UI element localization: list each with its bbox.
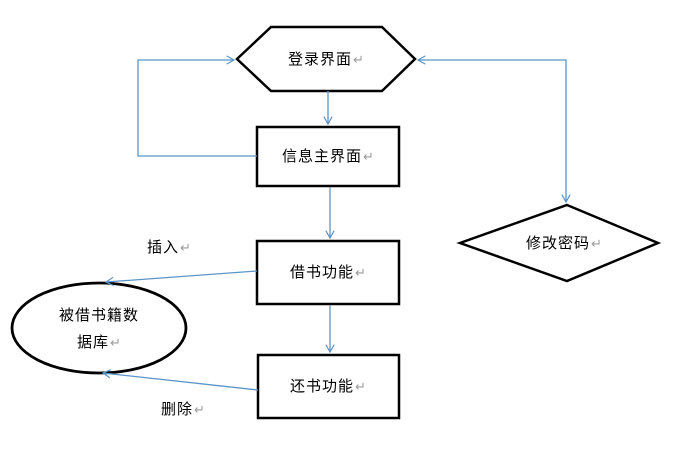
return-mark: ↵ [355,266,366,281]
return-mark: ↵ [355,380,366,395]
edge-main-to-login-feedback [137,55,257,157]
label-borrow: 借书功能↵ [290,263,366,281]
return-mark: ↵ [363,150,374,165]
edge-label-delete: 删除↵ [161,400,205,418]
return-mark: ↵ [110,336,121,351]
label-return-book: 还书功能↵ [290,377,366,395]
node-return-book-rect [256,353,401,420]
label-database: 被借书籍数据库↵ [58,306,139,351]
label-login: 登录界面↵ [288,50,364,68]
label-change-password: 修改密码↵ [526,234,602,252]
edge-label-insert: 插入↵ [147,238,191,256]
node-database-ellipse [10,281,188,375]
edge-login-password-bidirectional [416,55,571,204]
return-mark: ↵ [353,53,364,68]
label-main-ui: 信息主界面↵ [282,147,374,165]
node-login-hexagon [235,25,417,93]
node-main-ui-rect [255,125,401,188]
node-change-password-diamond [456,203,662,283]
edge-return-to-database-delete [101,369,259,391]
return-mark: ↵ [180,241,191,256]
return-mark: ↵ [591,237,602,252]
edge-borrow-to-database-insert [104,270,258,287]
return-mark: ↵ [194,403,205,418]
node-borrow-rect [255,239,401,306]
